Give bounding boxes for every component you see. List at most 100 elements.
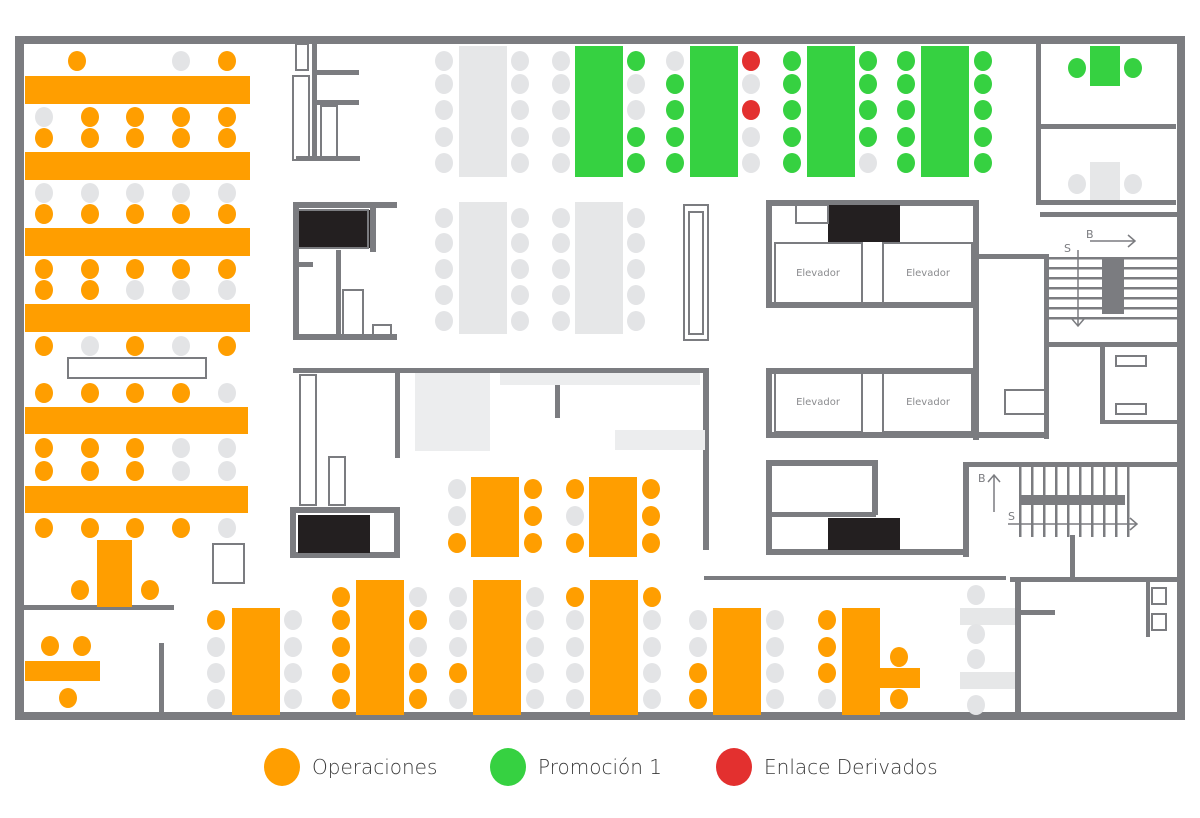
seat — [435, 285, 453, 305]
seat — [1124, 174, 1142, 194]
legend: Operaciones Promoción 1 Enlace Derivados — [0, 748, 1200, 788]
seat — [81, 438, 99, 458]
wall — [766, 432, 1046, 438]
seat — [332, 610, 350, 630]
stair-tread — [1047, 267, 1177, 270]
seat — [859, 51, 877, 71]
seat — [511, 153, 529, 173]
fixture-outline — [795, 204, 829, 224]
seat — [511, 285, 529, 305]
wall — [1040, 212, 1177, 217]
wall — [766, 368, 977, 374]
seat — [627, 51, 645, 71]
stair-landing — [1102, 258, 1124, 314]
seat — [897, 153, 915, 173]
fixture-outline — [1004, 389, 1046, 415]
seat — [435, 259, 453, 279]
seat — [35, 438, 53, 458]
fixture-outline — [683, 204, 709, 341]
seat — [172, 518, 190, 538]
stair-tread — [1043, 465, 1046, 537]
seat — [449, 663, 467, 683]
seat — [974, 51, 992, 71]
seat — [449, 587, 467, 607]
seat — [435, 74, 453, 94]
wall — [293, 202, 299, 340]
seat — [35, 259, 53, 279]
fixture-outline — [774, 371, 863, 433]
stair-tread — [1055, 465, 1058, 537]
desk — [25, 228, 250, 256]
seat — [890, 689, 908, 709]
wall — [336, 250, 341, 340]
seat — [627, 100, 645, 120]
seat — [552, 153, 570, 173]
wall — [15, 36, 24, 720]
equipment-block — [298, 210, 370, 248]
stair-tread — [1091, 465, 1094, 537]
wall — [394, 507, 400, 557]
seat — [435, 100, 453, 120]
desk — [473, 580, 521, 715]
seat — [35, 204, 53, 224]
stair-tread — [1103, 465, 1106, 537]
fixture-outline — [1151, 587, 1167, 605]
seat — [627, 285, 645, 305]
seat — [126, 107, 144, 127]
stair-tread — [1047, 287, 1177, 290]
stair-up-label: B — [1086, 228, 1094, 241]
seat — [207, 637, 225, 657]
fixture-outline — [688, 211, 704, 335]
desk — [807, 46, 855, 177]
seat — [126, 259, 144, 279]
desk — [471, 477, 519, 557]
seat — [409, 663, 427, 683]
equipment-block — [828, 518, 900, 550]
seat — [818, 663, 836, 683]
wall — [766, 460, 876, 466]
seat — [126, 336, 144, 356]
seat — [35, 128, 53, 148]
seat — [126, 518, 144, 538]
seat — [218, 336, 236, 356]
seat — [967, 585, 985, 605]
desk — [880, 668, 920, 688]
fixture-outline — [1115, 355, 1147, 367]
equipment-block — [298, 515, 370, 553]
seat — [566, 663, 584, 683]
seat — [552, 51, 570, 71]
seat — [627, 74, 645, 94]
desk — [690, 46, 738, 177]
desk — [25, 76, 250, 104]
wall — [15, 36, 1185, 44]
seat — [126, 383, 144, 403]
wall — [1146, 577, 1150, 637]
wall — [872, 460, 878, 515]
stair-tread — [1019, 465, 1022, 537]
seat — [73, 636, 91, 656]
seat — [284, 689, 302, 709]
legend-label: Promoción 1 — [538, 755, 662, 779]
seat — [172, 128, 190, 148]
desk — [97, 540, 132, 607]
seat — [552, 74, 570, 94]
seat — [859, 127, 877, 147]
seat — [666, 51, 684, 71]
seat — [435, 311, 453, 331]
seat — [627, 233, 645, 253]
seat — [783, 51, 801, 71]
wall — [15, 712, 1185, 720]
seat — [566, 610, 584, 630]
seat — [974, 127, 992, 147]
seat — [218, 204, 236, 224]
seat — [172, 280, 190, 300]
seat — [524, 479, 542, 499]
wall — [1070, 535, 1075, 580]
counter — [960, 672, 1015, 689]
wall — [290, 507, 296, 557]
seat — [666, 153, 684, 173]
seat — [766, 689, 784, 709]
seat — [35, 183, 53, 203]
seat — [81, 336, 99, 356]
seat — [511, 259, 529, 279]
